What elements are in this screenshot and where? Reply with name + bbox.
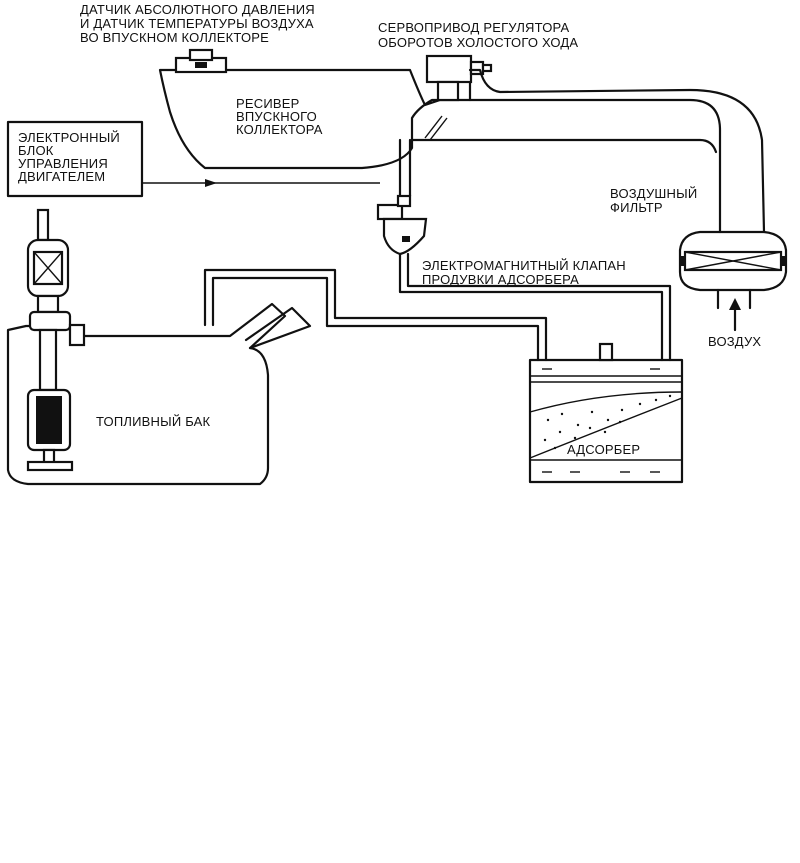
idle-servo-label-2: ОБОРОТОВ ХОЛОСТОГО ХОДА [378,35,578,50]
canister [528,342,684,484]
air-inlet-arrow [729,298,741,332]
ecu-label-3: УПРАВЛЕНИЯ [18,156,108,171]
purge-valve-label-1: ЭЛЕКТРОМАГНИТНЫЙ КЛАПАН [422,258,626,273]
map-sensor-label-3: ВО ВПУСКНОМ КОЛЛЕКТОРЕ [80,30,269,45]
air-filter-label-1: ВОЗДУШНЫЙ [610,186,697,201]
ecu-label-4: ДВИГАТЕЛЕМ [18,169,105,184]
map-sensor [174,48,228,74]
ecu-label-1: ЭЛЕКТРОННЫЙ [18,130,120,145]
air-filter-label-2: ФИЛЬТР [610,200,663,215]
air-duct [468,98,722,234]
ecu-box [6,120,144,198]
air-filter [678,230,788,310]
ecu-signal-line [142,179,380,187]
plenum-label-3: КОЛЛЕКТОРА [236,122,323,137]
map-sensor-label-2: И ДАТЧИК ТЕМПЕРАТУРЫ ВОЗДУХА [80,16,314,31]
purge-valve-label-2: ПРОДУВКИ АДСОРБЕРА [422,272,579,287]
air-label: ВОЗДУХ [708,334,761,349]
ecu-label-2: БЛОК [18,143,54,158]
canister-label: АДСОРБЕР [567,442,640,457]
intake-plenum [158,68,472,170]
idle-servo [425,54,493,102]
idle-servo-label-1: СЕРВОПРИВОД РЕГУЛЯТОРА [378,20,570,35]
plenum-label-2: ВПУСКНОГО [236,109,317,124]
fuel-tank [6,302,287,486]
fuel-tank-label: ТОПЛИВНЫЙ БАК [96,414,211,429]
purge-valve [376,194,428,256]
fuel-pump-assembly [26,208,86,472]
plenum-label-1: РЕСИВЕР [236,96,300,111]
map-sensor-label-1: ДАТЧИК АБСОЛЮТНОГО ДАВЛЕНИЯ [80,2,315,17]
